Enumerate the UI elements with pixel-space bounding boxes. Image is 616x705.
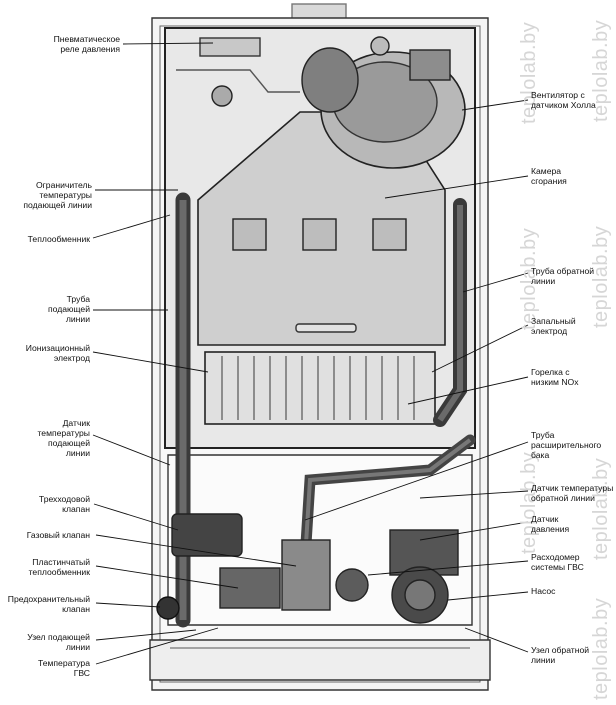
label-line: Датчик — [531, 514, 559, 524]
burner — [204, 351, 436, 425]
label-line: Расходомер — [531, 552, 580, 562]
label-line: клапан — [62, 604, 90, 614]
label-line: температуры — [37, 428, 90, 438]
label-line: датчиком Холла — [531, 100, 596, 110]
label-line: линии — [531, 655, 556, 665]
label-line: обратной линии — [531, 493, 595, 503]
label-line: Ограничитель — [35, 180, 92, 190]
label-gas-valve: Газовый клапан — [27, 530, 90, 540]
label-line: подающей — [47, 304, 90, 314]
label-line: температуры — [39, 190, 92, 200]
label-line: электрод — [531, 326, 568, 336]
pressure-relay — [199, 37, 261, 57]
label-line: сгорания — [531, 176, 567, 186]
label-line: давления — [531, 524, 570, 534]
gas-valve — [281, 539, 331, 611]
label-line: Вентилятор с — [531, 90, 585, 100]
label-line: подающей линии — [23, 200, 92, 210]
label-line: Узел обратной — [531, 645, 590, 655]
label-line: бака — [531, 450, 550, 460]
label-line: Температура — [37, 658, 90, 668]
label-line: Ионизационный — [25, 343, 90, 353]
label-pump: Насос — [531, 586, 555, 596]
label-line: Труба — [531, 430, 555, 440]
label-line: Горелка с — [531, 367, 570, 377]
plate-heat-exchanger — [219, 567, 281, 609]
label-line: Датчик температуры — [531, 483, 614, 493]
label-line: электрод — [53, 353, 90, 363]
watermark-7: teplolab.by — [590, 597, 612, 700]
label-line: подающей — [47, 438, 90, 448]
label-line: линии — [65, 448, 90, 458]
label-line: клапан — [62, 504, 90, 514]
label-line: системы ГВС — [531, 562, 584, 572]
label-line: Газовый клапан — [26, 530, 90, 540]
label-line: Пневматическое — [53, 34, 120, 44]
label-line: Запальный — [531, 316, 576, 326]
label-line: Насос — [531, 586, 556, 596]
label-line: Труба обратной — [531, 266, 595, 276]
label-line: Пластинчатый — [32, 557, 90, 567]
label-line: линии — [65, 314, 90, 324]
label-line: реле давления — [60, 44, 120, 54]
label-line: Трехходовой — [38, 494, 90, 504]
safety-valve — [156, 596, 180, 620]
label-line: ГВС — [73, 668, 90, 678]
bottom-pan — [149, 639, 491, 681]
watermark-6: teplolab.by — [590, 457, 612, 560]
three-way-valve — [171, 513, 243, 557]
label-line: Труба — [66, 294, 90, 304]
label-line: линии — [65, 642, 90, 652]
label-line: Предохранительный — [7, 594, 90, 604]
label-line: низким NOx — [531, 377, 579, 387]
label-line: линии — [531, 276, 556, 286]
label-line: расширительного — [531, 440, 602, 450]
label-line: Камера — [531, 166, 562, 176]
label-heat-exchanger: Теплообменник — [28, 234, 90, 244]
label-line: Узел подающей — [27, 632, 90, 642]
label-line: Датчик — [62, 418, 90, 428]
label-line: Теплообменник — [27, 234, 90, 244]
label-line: теплообменник — [28, 567, 90, 577]
